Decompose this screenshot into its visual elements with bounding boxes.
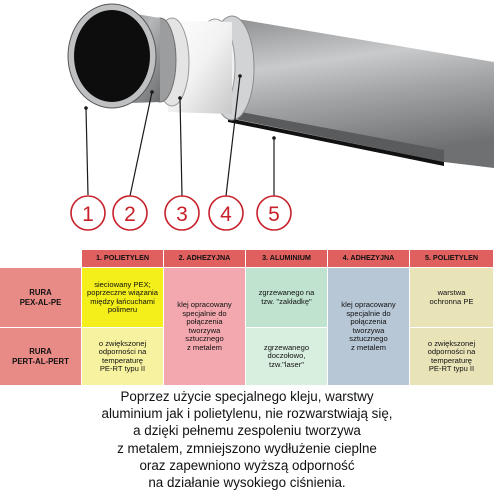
- cell-col1-pert: o zwiększonej odporności na temperaturę …: [82, 328, 164, 386]
- layer-table: 1. POLIETYLEN 2. ADHEZYJNA 3. ALUMINIUM …: [0, 250, 494, 386]
- leader-dot-1: [84, 106, 88, 110]
- cell-col5-pert: o zwiększonej odporności na temperaturę …: [410, 328, 494, 386]
- cell-col1-pex: sieciowany PEX; poprzeczne wiązania międ…: [82, 268, 164, 328]
- callout-circle-1: [70, 195, 106, 231]
- cell-col4-adhesive: klej opracowany specjalnie do połączenia…: [328, 268, 410, 386]
- leader-line-2: [129, 91, 153, 197]
- outer-layer-bottom-edge: [228, 118, 444, 166]
- leader-line-1: [85, 107, 89, 196]
- callout-number-3: 3: [176, 203, 188, 226]
- leader-dot-3: [178, 96, 182, 100]
- row-label-pex-al-pe: RURA PEX-AL-PE: [0, 268, 82, 328]
- callout-number-5: 5: [268, 203, 280, 226]
- caption-line-2: aluminium jak i polietylenu, nie rozwars…: [101, 406, 393, 422]
- pipe-bore: [74, 10, 150, 102]
- caption-text: Poprzez użycie specjalnego kleju, warstw…: [0, 388, 494, 491]
- header-col-4: 4. ADHEZYJNA: [328, 250, 410, 268]
- caption-line-3: a dzięki pełnemu zespoleniu tworzywa: [133, 423, 361, 439]
- leader-dot-2: [150, 90, 154, 94]
- leader-line-3: [179, 97, 183, 197]
- leader-dot-5: [272, 136, 276, 140]
- caption-line-1: Poprzez użycie specjalnego kleju, warstw…: [120, 389, 374, 404]
- caption-line-5: oraz zapewniono wyższą odporność: [139, 457, 355, 473]
- outer-layer-shadow-edge: [230, 110, 444, 162]
- header-col-2: 2. ADHEZYJNA: [164, 250, 246, 268]
- leader-line-4: [225, 75, 241, 197]
- cell-col3-pex: zgrzewanego na tzw. "zakładkę": [246, 268, 328, 328]
- header-col-1: 1. POLIETYLEN: [82, 250, 164, 268]
- leader-dot-4: [238, 74, 242, 78]
- callout-number-4: 4: [220, 203, 232, 226]
- cell-col3-pert: zgrzewanego doczołowo, tzw."laser": [246, 328, 328, 386]
- row-label-pert-al-pert: RURA PERT-AL-PERT: [0, 328, 82, 386]
- callout-circle-5: [256, 195, 292, 231]
- callout-number-2: 2: [124, 203, 136, 226]
- cell-col5-pex: warstwa ochronna PE: [410, 268, 494, 328]
- callout-number-1: 1: [82, 203, 94, 226]
- cell-col2-adhesive: klej opracowany specjalnie do połączenia…: [164, 268, 246, 386]
- header-col-3: 3. ALUMINIUM: [246, 250, 328, 268]
- caption-line-6: na działanie wysokiego ciśnienia.: [148, 475, 346, 491]
- callout-circle-2: [112, 195, 148, 231]
- header-col-5: 5. POLIETYLEN: [410, 250, 494, 268]
- pipe-cutaway-illustration: 1 2 3 4 5: [67, 3, 494, 231]
- callout-circle-3: [164, 195, 200, 231]
- caption-line-4: z metalem, zmniejszono wydłużenie ciepln…: [117, 440, 377, 456]
- callout-circle-4: [208, 195, 244, 231]
